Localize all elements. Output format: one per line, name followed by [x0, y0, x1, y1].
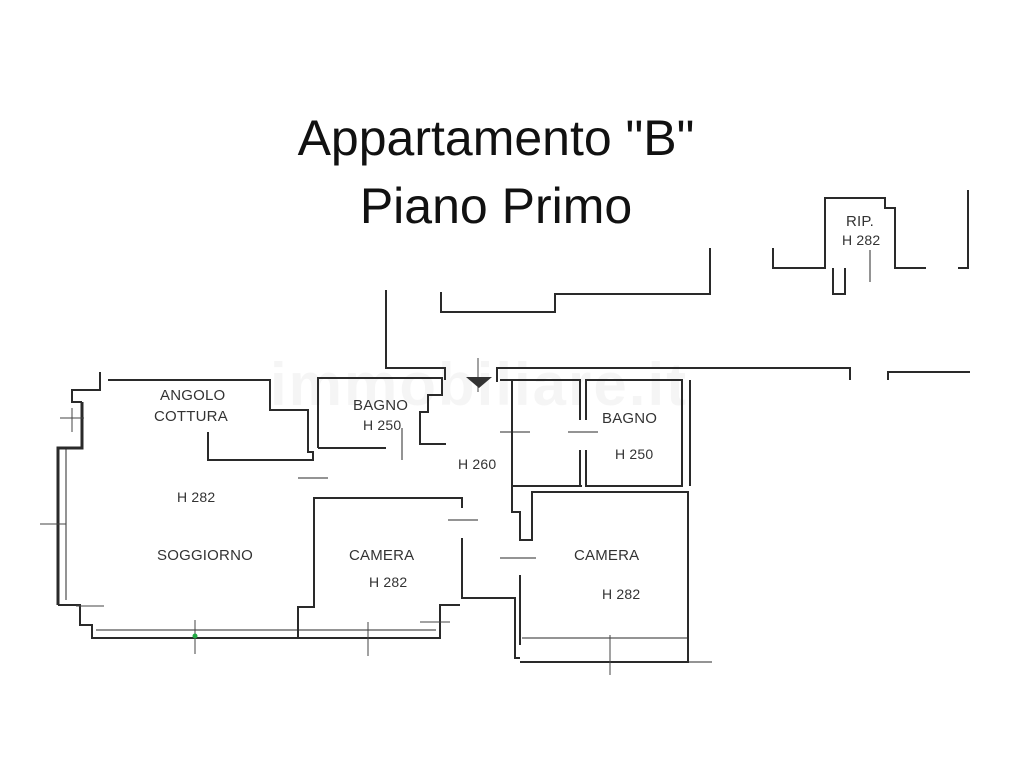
room-height-soggiorno: H 282 [177, 489, 216, 505]
room-label-camera-2: CAMERA [574, 547, 640, 564]
plan-title: Appartamento "B" [297, 110, 695, 166]
room-label-soggiorno: SOGGIORNO [157, 547, 253, 564]
room-height-corridor: H 260 [458, 456, 497, 472]
room-height-rip: H 282 [842, 232, 881, 248]
room-height-bagno-2: H 250 [615, 446, 654, 462]
room-height-camera-2: H 282 [602, 586, 641, 602]
room-label-rip: RIP. [846, 213, 875, 230]
room-label-angolo: ANGOLO [160, 387, 226, 404]
room-label-bagno-1: BAGNO [353, 397, 409, 414]
room-label-camera-1: CAMERA [349, 547, 415, 564]
room-label-cottura: COTTURA [154, 408, 228, 425]
room-height-bagno-1: H 250 [363, 417, 402, 433]
entrance-arrow-icon [466, 377, 492, 388]
plan-subtitle: Piano Primo [359, 178, 633, 234]
room-height-camera-1: H 282 [369, 574, 408, 590]
room-label-bagno-2: BAGNO [602, 410, 658, 427]
